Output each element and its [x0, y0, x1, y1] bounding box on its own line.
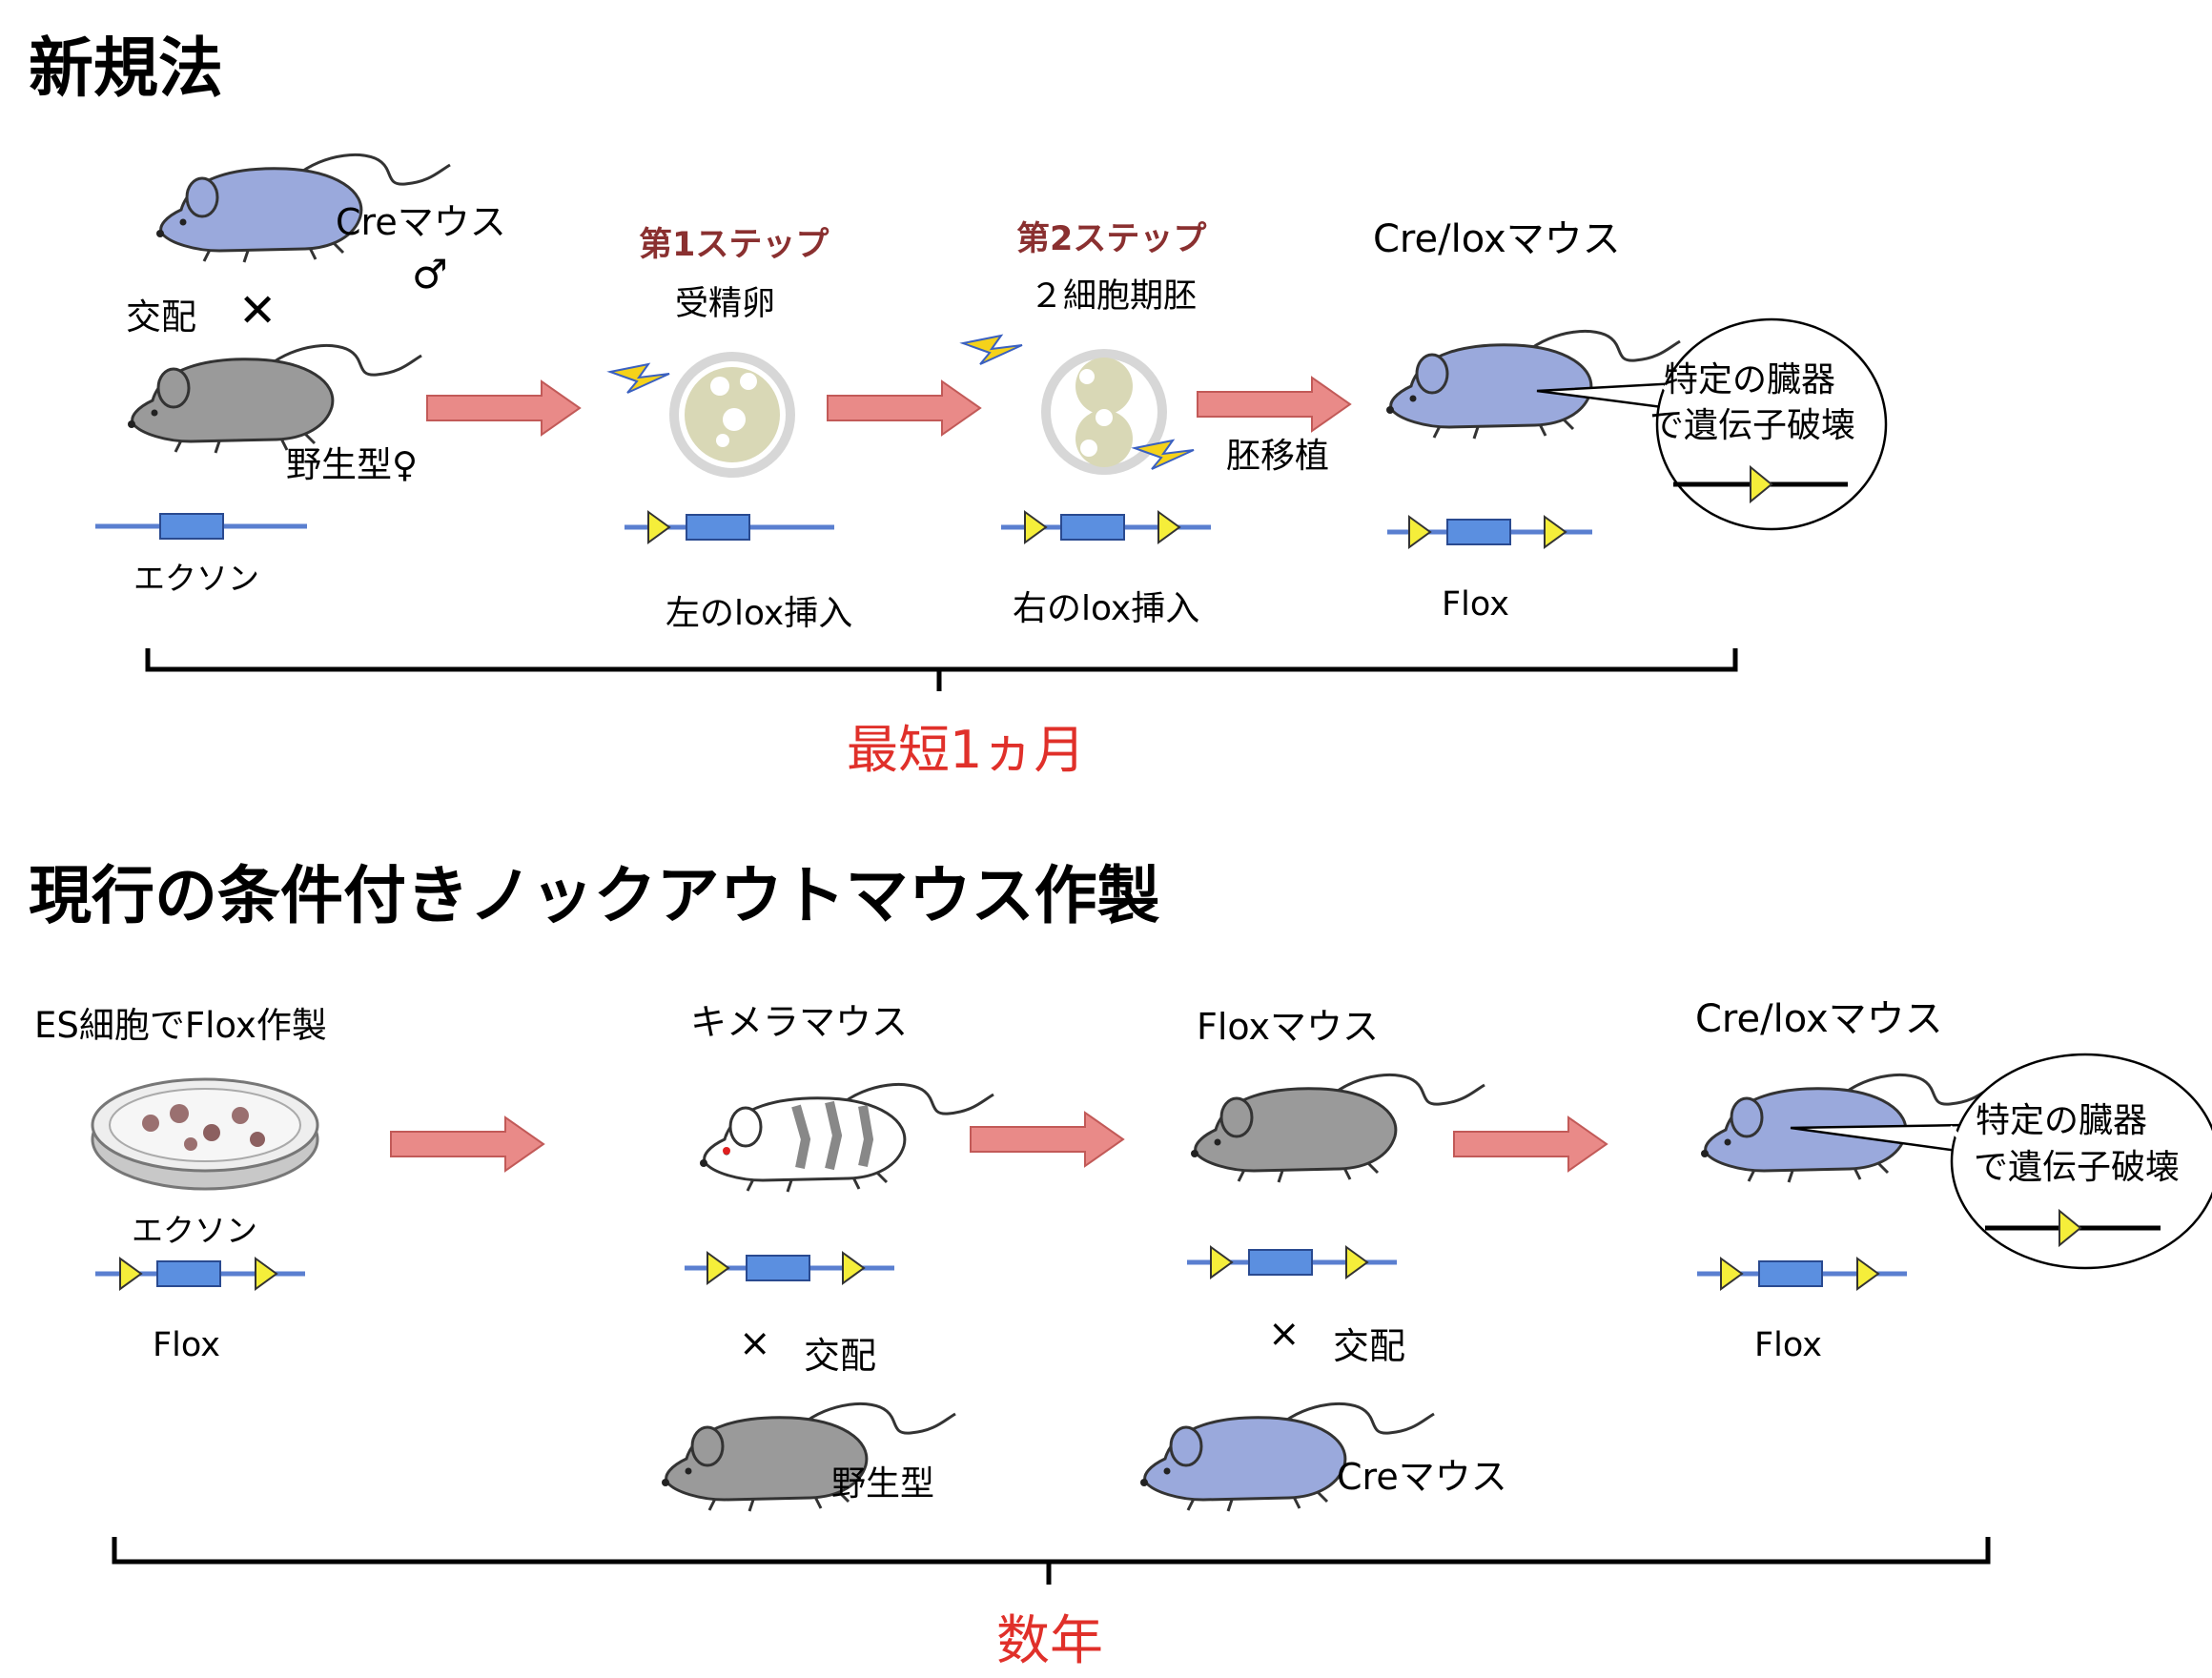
duration-current: 数年	[996, 1610, 1103, 1672]
petri-dish-icon	[91, 1077, 319, 1191]
flox-dna-icon	[1387, 516, 1592, 548]
cross-symbol: ✕	[238, 284, 276, 338]
balloon-line1: 特定の臓器	[1664, 360, 1835, 399]
right-lox-dna-icon	[1001, 511, 1211, 543]
exon-dna-icon	[95, 513, 307, 540]
flox-mouse-icon	[1189, 1073, 1486, 1184]
flox-dna-icon-es	[95, 1258, 305, 1290]
cre-lox-mouse-label: Cre/loxマウス	[1373, 217, 1621, 261]
mating-label-1: 交配	[804, 1335, 876, 1377]
cre-mouse-label: Creマウス	[336, 201, 506, 243]
flox-label: Flox	[1442, 585, 1509, 624]
balloon-line2: で遺伝子破壊	[1649, 406, 1855, 445]
cre-lox-mouse-label-2: Cre/loxマウス	[1695, 997, 1943, 1041]
arrow-6-icon	[1453, 1116, 1608, 1172]
fertilized-egg-icon	[669, 352, 795, 478]
chimera-mouse-icon	[698, 1082, 995, 1194]
left-lox-dna-icon	[625, 511, 834, 543]
chimera-mouse-label: キメラマウス	[690, 1001, 908, 1043]
flox-dna-icon-crelox	[1697, 1258, 1907, 1290]
lightning-bolt-icon-2	[962, 335, 1023, 365]
two-cell-label: ２細胞期胚	[1030, 277, 1197, 316]
arrow-1-icon	[426, 380, 581, 436]
flox-mouse-label: Floxマウス	[1197, 1006, 1379, 1048]
flox-label-2: Flox	[1754, 1326, 1822, 1364]
wildtype-label: 野生型	[831, 1464, 934, 1504]
two-cell-embryo-icon	[1041, 349, 1167, 475]
left-lox-label: 左のlox挿入	[666, 594, 852, 633]
cross-symbol-2: ×	[1268, 1312, 1301, 1356]
arrow-2-icon	[827, 380, 981, 436]
balloon-line1-2: 特定の臓器	[1976, 1101, 2147, 1140]
timeline-bracket-bottom	[112, 1537, 1991, 1585]
male-symbol: ♂	[412, 251, 448, 297]
mating-label: 交配	[126, 297, 196, 338]
gene-disruption-balloon	[1536, 317, 1888, 531]
lightning-bolt-icon-1	[609, 363, 670, 394]
arrow-4-icon	[390, 1116, 544, 1172]
section-title-current: 現行の条件付きノックアウトマウス作製	[29, 859, 1160, 932]
timeline-bracket-top	[145, 648, 1738, 691]
flox-dna-icon-floxmouse	[1187, 1246, 1397, 1279]
right-lox-label: 右のlox挿入	[1013, 589, 1199, 628]
flox-dna-icon-chimera	[685, 1252, 894, 1284]
section-title-new: 新規法	[29, 31, 223, 107]
duration-new: 最短1ヵ月	[847, 720, 1085, 780]
arrow-5-icon	[970, 1112, 1124, 1167]
embryo-transfer-label: 胚移植	[1226, 437, 1329, 476]
exon-label-2: エクソン	[132, 1212, 257, 1249]
flox-label-es: Flox	[153, 1326, 220, 1364]
es-cell-label: ES細胞でFlox作製	[34, 1005, 327, 1046]
cross-symbol-1: ×	[739, 1321, 771, 1365]
wildtype-female-label: 野生型♀	[286, 444, 418, 485]
exon-label: エクソン	[133, 560, 259, 597]
cre-mouse-label-2: Creマウス	[1337, 1456, 1507, 1498]
wildtype-mouse-icon	[126, 343, 423, 455]
arrow-3-icon	[1197, 377, 1351, 432]
balloon-line2-2: で遺伝子破壊	[1974, 1148, 2180, 1187]
step1-label: 第1ステップ	[639, 226, 829, 264]
step2-label: 第2ステップ	[1016, 220, 1206, 258]
fertilized-egg-label: 受精卵	[675, 285, 775, 323]
mating-label-2: 交配	[1333, 1325, 1405, 1367]
gene-disruption-balloon-2	[1790, 1053, 2212, 1270]
